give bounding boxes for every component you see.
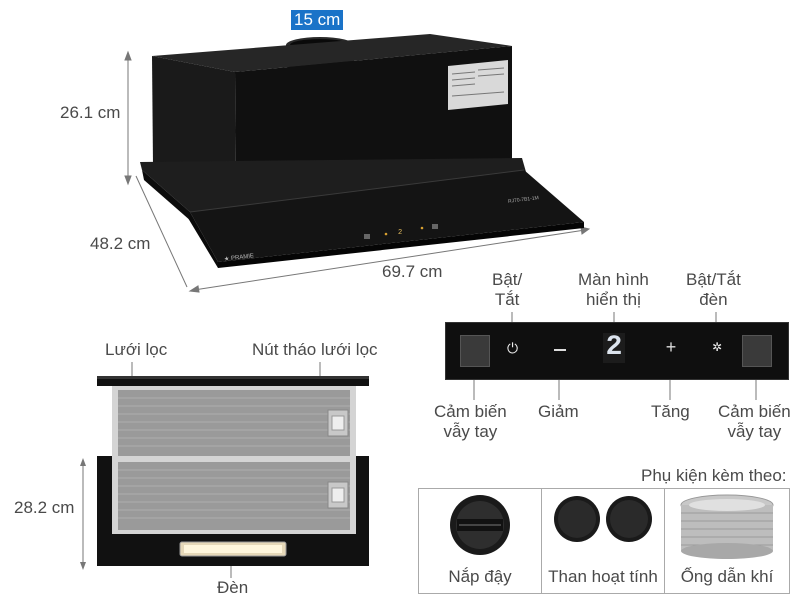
accessory-cover: Nắp đậy — [418, 488, 542, 594]
hand-sensor-right[interactable] — [742, 335, 772, 367]
power-icon[interactable]: ⏻ — [507, 340, 519, 356]
display-label: Màn hình hiển thị — [578, 270, 649, 310]
accessory-cover-label: Nắp đậy — [448, 567, 512, 586]
duct-icon — [680, 494, 774, 559]
control-panel: ⏻ 2 + ✲ — [445, 322, 789, 380]
power-label: Bật/ Tắt — [492, 270, 523, 310]
height-dimension-label: 26.1 cm — [60, 103, 121, 122]
sensor-right-label: Cảm biến vẫy tay — [718, 402, 791, 442]
accessory-duct: Ống dẫn khí — [664, 488, 790, 594]
plus-label: Tăng — [651, 402, 690, 421]
width-dimension-label: 69.7 cm — [382, 262, 443, 281]
minus-button[interactable] — [554, 349, 566, 351]
accessory-duct-label: Ống dẫn khí — [680, 567, 774, 586]
filter-height-label: 28.2 cm — [14, 498, 75, 517]
accessory-carbon-filter: Than hoạt tính — [541, 488, 665, 594]
display-digit: 2 — [603, 333, 625, 363]
svg-text:2: 2 — [398, 229, 402, 237]
duct-diameter-label: 15 cm — [291, 10, 344, 30]
cover-icon — [450, 495, 510, 555]
carbon-filter-icon — [554, 496, 652, 542]
lamp-label: Đèn — [217, 578, 249, 597]
sensor-left-label: Cảm biến vẫy tay — [434, 402, 507, 442]
accessories-title: Phụ kiện kèm theo: — [641, 466, 787, 485]
light-label: Bật/Tắt đèn — [686, 270, 741, 310]
plus-button-icon[interactable]: + — [665, 337, 677, 357]
filter-release-label: Nút tháo lưới lọc — [252, 340, 378, 359]
depth-dimension-label: 48.2 cm — [90, 234, 151, 253]
light-icon[interactable]: ✲ — [711, 340, 723, 354]
accessory-carbon-filter-label: Than hoạt tính — [548, 567, 658, 586]
hand-sensor-left[interactable] — [460, 335, 490, 367]
filter-label: Lưới lọc — [105, 340, 168, 359]
minus-label: Giảm — [538, 402, 579, 421]
